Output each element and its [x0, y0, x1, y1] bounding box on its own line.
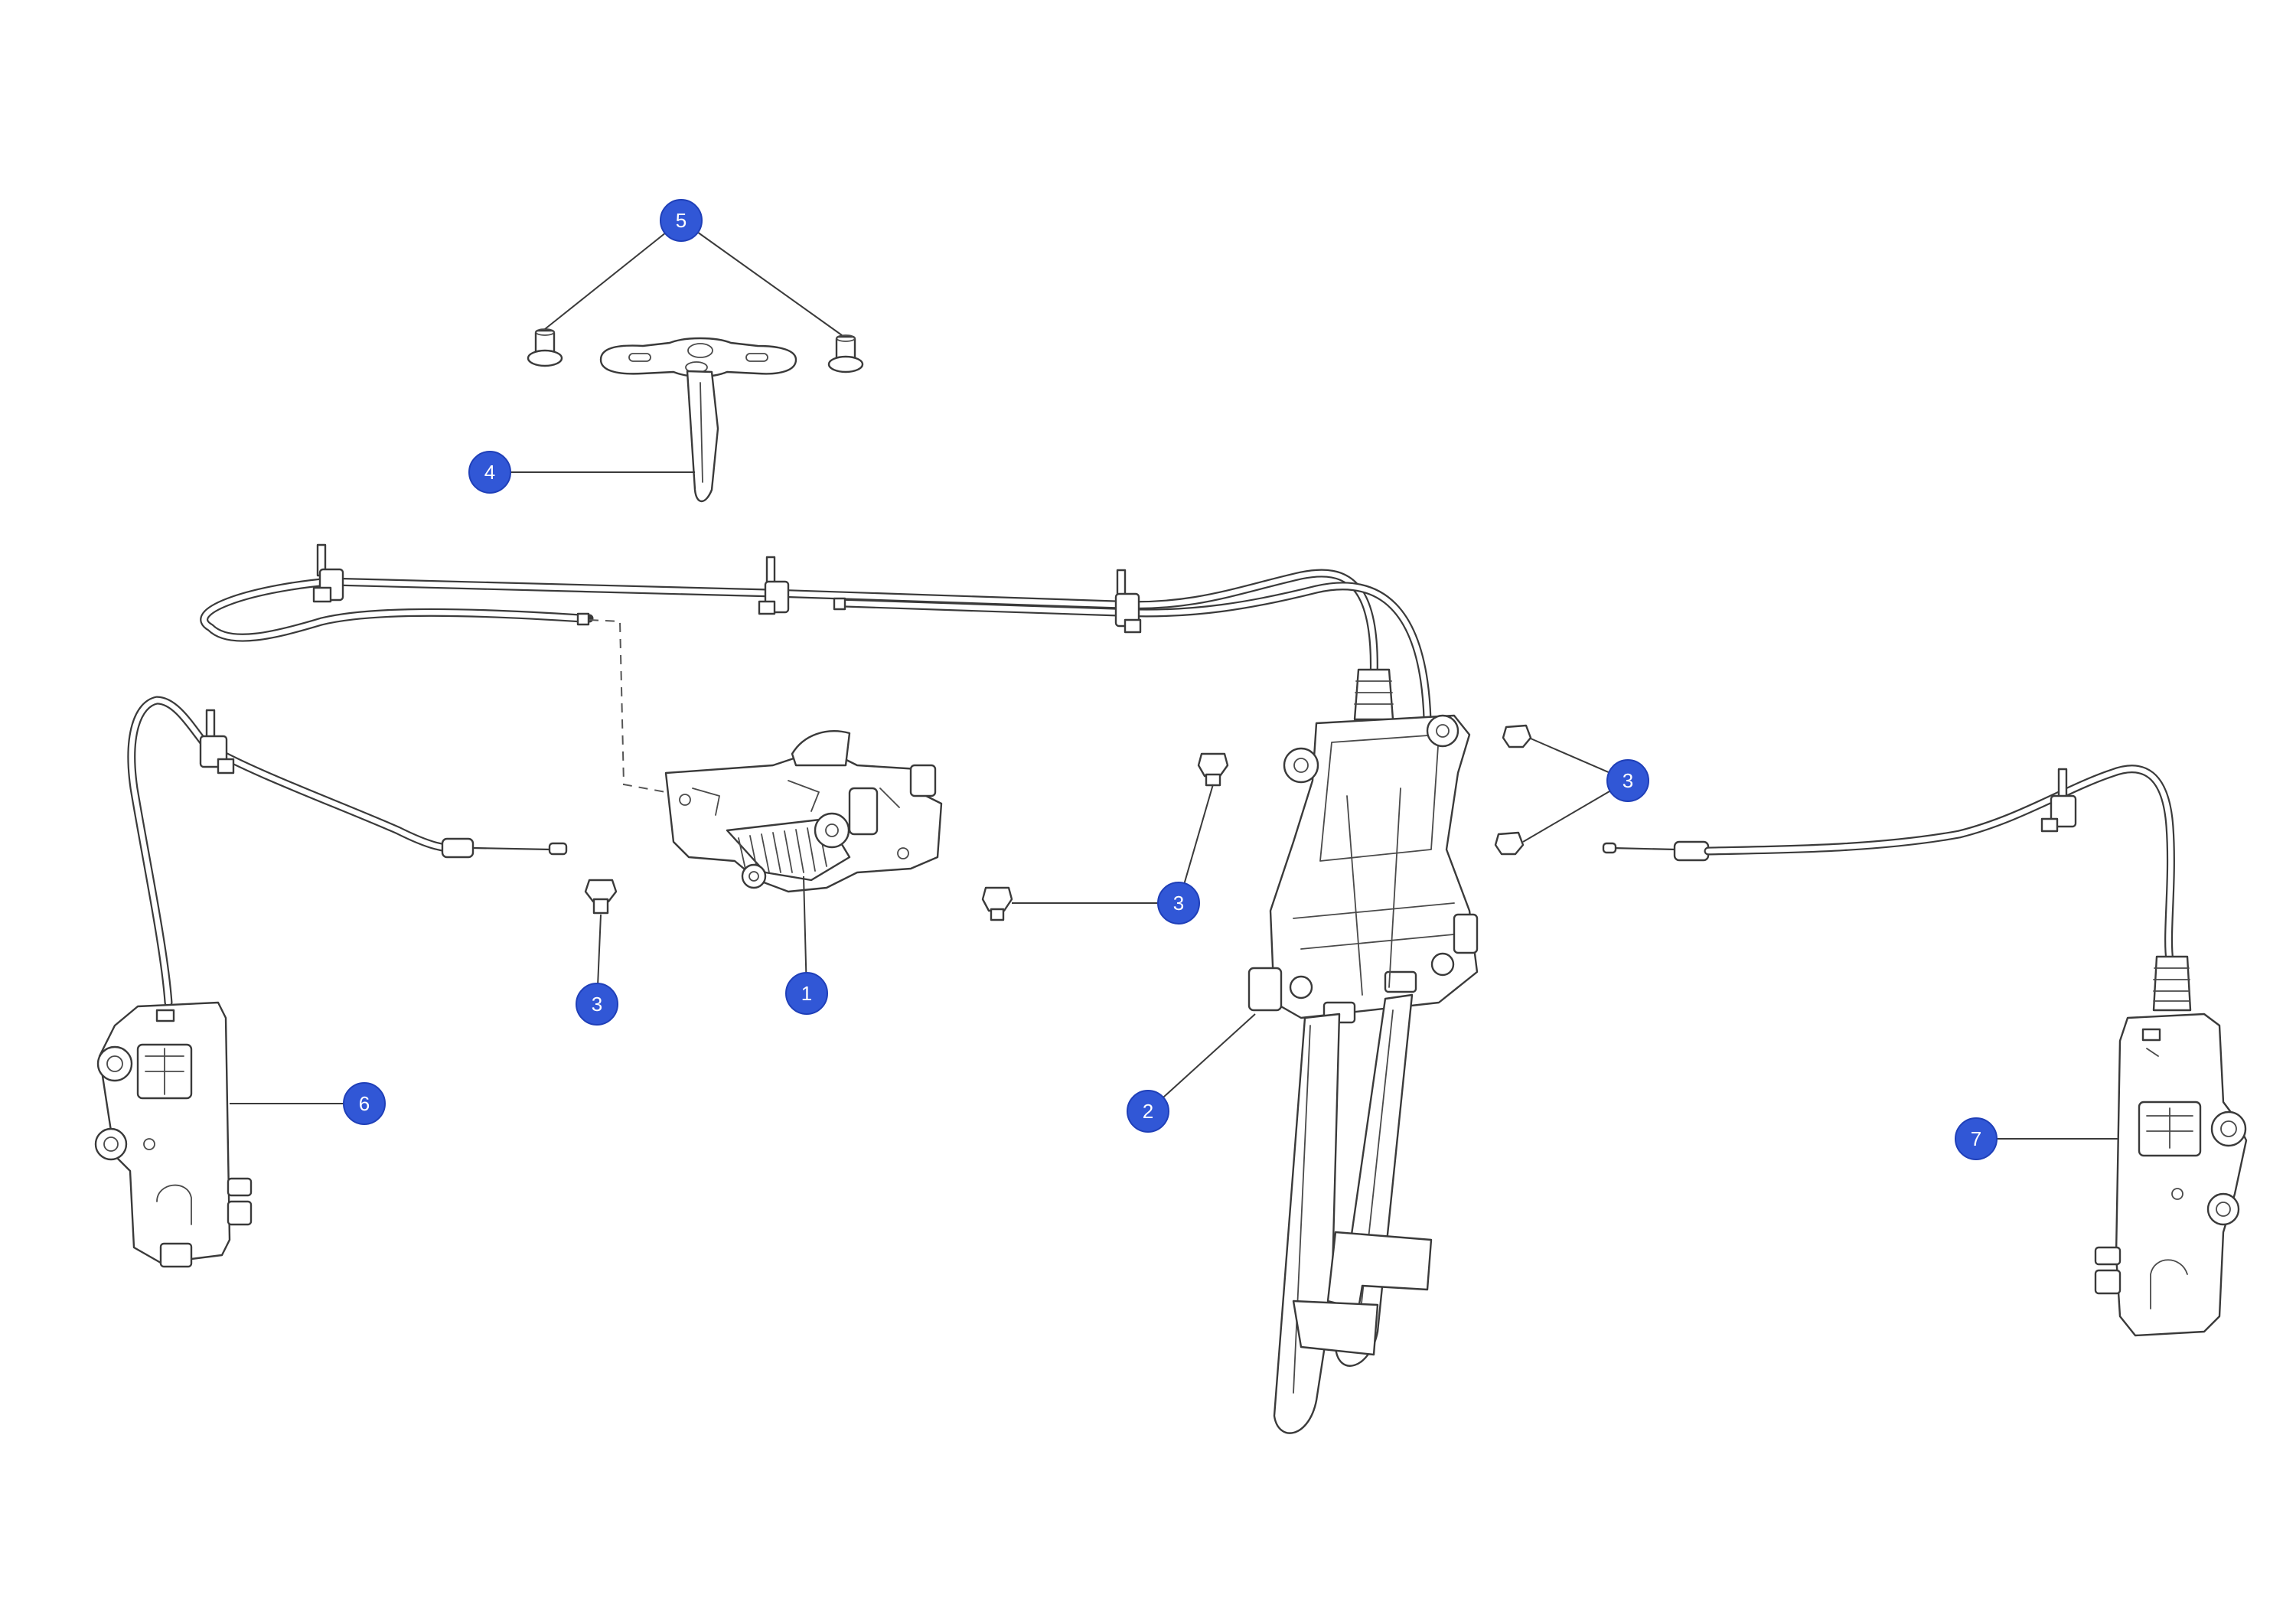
callout-5: 5: [660, 199, 703, 242]
cable-clip: [1114, 569, 1142, 634]
callout-6: 6: [343, 1082, 386, 1125]
callout-7: 7: [1955, 1117, 1998, 1160]
right-actuator-cable: [1602, 765, 2192, 1012]
cable-clip: [312, 543, 344, 603]
left-actuator-cable: [127, 696, 568, 1007]
rivet-pin: [527, 328, 563, 367]
callout-3-left: 3: [576, 983, 618, 1026]
svg-text:3: 3: [1173, 892, 1184, 915]
svg-text:5: 5: [676, 209, 687, 232]
cable-clip: [2040, 768, 2077, 833]
release-handle-assembly: [1247, 668, 1479, 1434]
striker-assembly: [527, 328, 864, 503]
bolt-center: [981, 886, 1013, 921]
callout-2: 2: [1127, 1090, 1169, 1133]
svg-text:1: 1: [801, 982, 812, 1005]
left-door-actuator: [94, 1001, 253, 1268]
callout-3-center: 3: [1157, 882, 1200, 925]
svg-text:4: 4: [484, 461, 495, 484]
upper-release-cable: [200, 543, 1432, 793]
leader-lines: [230, 220, 2118, 1140]
svg-text:7: 7: [1971, 1127, 1981, 1150]
cable-clip: [758, 556, 790, 615]
bolt-upper-center: [1197, 752, 1229, 787]
cable-clip: [199, 709, 235, 774]
callout-1: 1: [785, 972, 828, 1015]
bolt-left-latch: [584, 879, 618, 915]
rivet-pin: [827, 334, 864, 373]
svg-text:6: 6: [359, 1092, 370, 1115]
hood-latch: [664, 730, 943, 893]
bolt-right-upper: [1502, 724, 1532, 748]
callout-4: 4: [468, 451, 511, 494]
bolt-right-lower: [1494, 831, 1525, 856]
svg-text:3: 3: [592, 993, 602, 1016]
right-door-actuator: [2094, 1013, 2248, 1337]
callout-3-right: 3: [1606, 759, 1649, 802]
svg-text:2: 2: [1143, 1100, 1153, 1123]
svg-text:3: 3: [1623, 769, 1633, 792]
